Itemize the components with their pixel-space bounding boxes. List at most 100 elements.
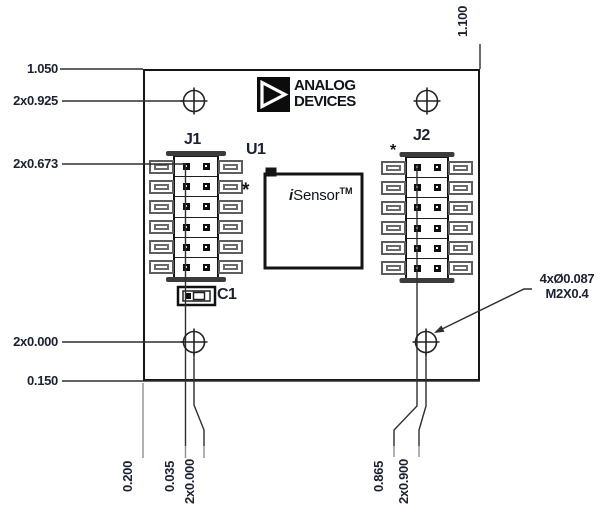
smt-lead-right <box>218 179 243 194</box>
pin-pad <box>413 264 421 272</box>
pin-pad <box>182 223 190 231</box>
c1-capacitor <box>176 285 217 307</box>
connector-row <box>381 158 473 179</box>
connector-row <box>149 258 243 277</box>
smt-lead-right <box>218 159 243 174</box>
pin-pad <box>413 184 421 192</box>
connector-row <box>149 177 243 198</box>
pin-pad <box>202 163 210 171</box>
pin-pad <box>202 243 210 251</box>
connector-end-bar <box>166 277 226 282</box>
smt-lead-right <box>218 260 243 275</box>
smt-lead-left <box>149 220 174 235</box>
connector-body <box>149 155 243 279</box>
pin-pad <box>202 203 210 211</box>
dim-j1-pins: 0.035 <box>162 460 177 492</box>
leader-arrowhead-icon <box>434 325 445 333</box>
connector-row <box>381 239 473 259</box>
connector-row <box>149 197 243 218</box>
mounting-hole-bottom-left <box>180 328 208 356</box>
dim-right-edge: 1.100 <box>455 5 470 37</box>
smt-lead-right <box>218 220 243 235</box>
smt-lead-left <box>149 260 174 275</box>
pin-pad <box>182 243 190 251</box>
connector-row <box>381 198 473 219</box>
dim-top-edge: 1.050 <box>26 61 58 76</box>
connector-end-bar <box>166 151 226 156</box>
smt-lead-left <box>149 179 174 194</box>
dimension-leader-stubs <box>142 383 420 458</box>
smt-lead-left <box>381 200 406 215</box>
dim-j2-pins: 0.865 <box>371 460 386 492</box>
refdes-j2: J2 <box>413 127 430 144</box>
pin-pad <box>202 183 210 191</box>
logo-line2: DEVICES <box>294 92 356 110</box>
pin-pad <box>433 224 441 232</box>
dim-upper-holes: 2x0.925 <box>13 93 58 108</box>
smt-lead-left <box>381 221 406 236</box>
smt-lead-right <box>218 199 243 214</box>
smt-lead-left <box>381 180 406 195</box>
smt-lead-right <box>218 240 243 255</box>
u1-chip-marking: iSensorTM <box>289 186 353 204</box>
pin-pad <box>182 163 190 171</box>
connector-row <box>381 219 473 239</box>
pin-pad <box>182 203 190 211</box>
u1-pin1-mark <box>265 167 277 177</box>
u1-pin1-asterisk: * <box>242 180 250 201</box>
j2-pin1-asterisk: * <box>390 142 397 159</box>
pin-pad <box>433 184 441 192</box>
connector-row <box>149 238 243 258</box>
dim-left-holes: 2x0.000 <box>182 459 197 504</box>
hole-note-line1: 4xØ0.087 <box>539 271 595 286</box>
connector-end-bar <box>399 152 455 157</box>
smt-lead-left <box>149 240 174 255</box>
smt-lead-left <box>149 199 174 214</box>
smt-lead-right <box>448 200 473 215</box>
adi-logo-square <box>257 77 290 112</box>
connector-row <box>381 259 473 278</box>
pin-pad <box>182 263 190 271</box>
refdes-u1: U1 <box>246 141 266 158</box>
smt-lead-right <box>448 221 473 236</box>
smt-lead-left <box>149 159 174 174</box>
pin-pad <box>182 183 190 191</box>
refdes-c1: C1 <box>217 286 237 303</box>
smt-lead-right <box>448 180 473 195</box>
pin-pad <box>433 204 441 212</box>
pin-pad <box>413 224 421 232</box>
smt-lead-left <box>381 241 406 256</box>
connector-end-bar <box>399 278 455 283</box>
mounting-hole-bottom-right <box>412 328 440 356</box>
smt-lead-right <box>448 261 473 276</box>
connector-j1 <box>149 151 243 282</box>
pin-pad <box>433 244 441 252</box>
adi-logo-triangle-icon <box>260 79 289 110</box>
adi-logo-wordmark: ANALOG DEVICES <box>294 78 356 109</box>
pin-pad <box>433 164 441 172</box>
connector-row <box>381 178 473 199</box>
dim-right-holes: 2x0.900 <box>396 459 411 504</box>
connector-row <box>149 218 243 238</box>
pin-pad <box>413 244 421 252</box>
refdes-j1: J1 <box>184 131 201 148</box>
smt-lead-left <box>381 160 406 175</box>
connector-row <box>149 157 243 178</box>
dim-lower-holes: 2x0.000 <box>13 334 58 349</box>
dim-bottom-edge: 0.150 <box>26 373 58 388</box>
pin-pad <box>433 264 441 272</box>
pin-pad <box>413 204 421 212</box>
dim-left-edge: 0.200 <box>120 460 135 492</box>
mounting-hole-top-left <box>180 87 208 115</box>
hole-note-line2: M2X0.4 <box>545 286 589 301</box>
connector-body <box>381 156 473 280</box>
pin-pad <box>413 164 421 172</box>
connector-j2 <box>381 152 473 283</box>
isensor-name: Sensor <box>293 187 340 204</box>
smt-lead-right <box>448 241 473 256</box>
logo-line1: ANALOG <box>294 77 356 94</box>
isensor-tm: TM <box>339 186 353 196</box>
pin-pad <box>202 263 210 271</box>
dim-j1-pin1: 2x0.673 <box>13 156 58 171</box>
